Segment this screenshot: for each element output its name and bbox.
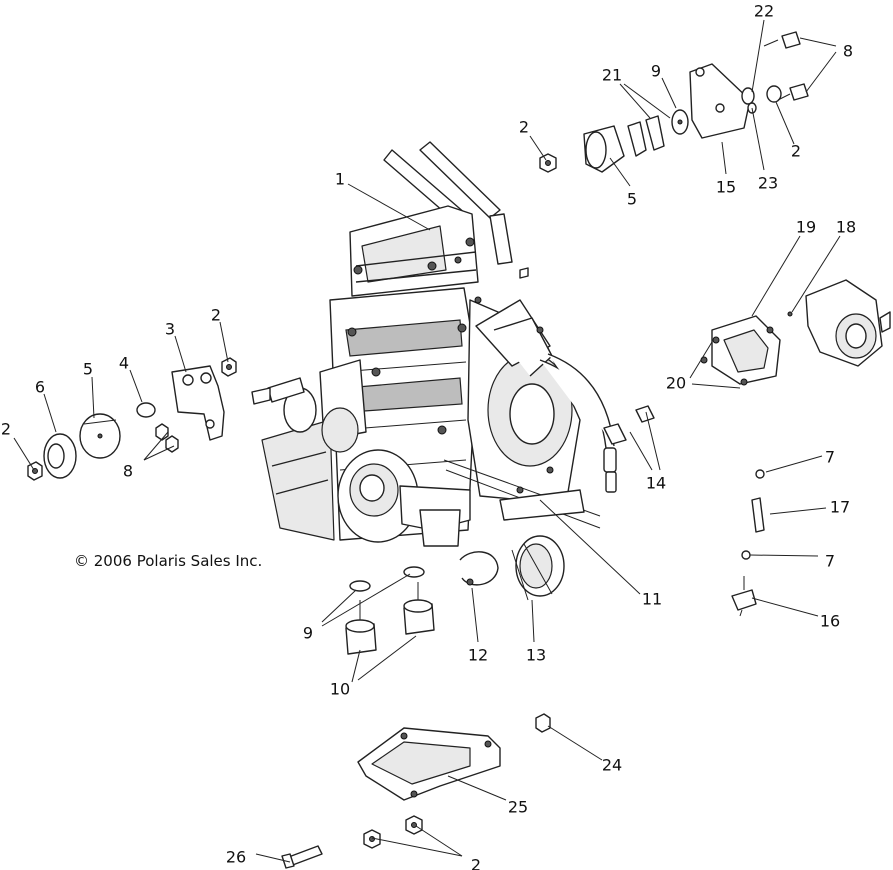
lower-bracket-parts [281, 713, 551, 869]
copyright-text: © 2006 Polaris Sales Inc. [74, 552, 262, 570]
leader-line-c18 [791, 235, 841, 313]
leader-line-c10b [357, 635, 417, 681]
leader-line-c20a [689, 341, 713, 379]
callout-label-c21a: 21 [602, 66, 622, 85]
leader-line-c2c [529, 135, 547, 161]
callout-label-c1: 1 [335, 170, 345, 189]
leader-line-c24 [547, 725, 603, 761]
callout-label-c17: 17 [830, 498, 850, 517]
callout-label-c2a: 2 [1, 420, 11, 439]
callout-label-c10a: 10 [330, 680, 350, 699]
callout-label-c15: 15 [716, 178, 736, 197]
small-hardware [345, 405, 765, 655]
callout-label-c5a: 5 [83, 360, 93, 379]
leader-line-c14b [645, 411, 661, 471]
leader-line-c1 [347, 183, 431, 231]
leader-line-c8d [805, 51, 837, 93]
leader-line-c3 [174, 335, 187, 373]
leader-line-c14a [629, 431, 653, 471]
leader-line-c7b [749, 554, 819, 557]
leader-line-c20b [691, 383, 741, 389]
throttle-body-parts [700, 279, 891, 386]
callout-label-c2b: 2 [211, 306, 221, 325]
upper-mount-parts [539, 31, 809, 173]
leader-line-c21a [619, 83, 651, 119]
callout-label-c7a: 7 [825, 448, 835, 467]
leader-line-c11 [539, 499, 641, 595]
callout-label-c14a: 14 [646, 474, 666, 493]
callout-label-c16: 16 [820, 612, 840, 631]
leader-line-c7a [765, 455, 823, 473]
callout-label-c4: 4 [119, 354, 129, 373]
leader-line-c16 [751, 597, 819, 617]
leader-line-c5b [609, 157, 631, 187]
leader-line-c2e [371, 837, 463, 857]
callout-label-c3: 3 [165, 320, 175, 339]
leader-line-c4 [129, 369, 143, 403]
leader-line-c2d [775, 101, 795, 145]
leader-line-c6 [43, 393, 57, 433]
callout-label-c24: 24 [602, 756, 622, 775]
leader-line-c2b [219, 321, 229, 363]
leader-line-c15 [721, 141, 727, 175]
leader-line-c26 [255, 853, 291, 863]
leader-line-c19 [751, 235, 801, 317]
engine-assembly [251, 141, 617, 547]
callout-label-c6: 6 [35, 378, 45, 397]
leader-line-c21b [623, 83, 671, 119]
callout-label-c22: 22 [754, 2, 774, 21]
callout-label-c2d: 2 [791, 142, 801, 161]
callout-label-c13: 13 [526, 646, 546, 665]
leader-line-c25 [447, 775, 507, 801]
leader-line-c17 [769, 507, 827, 515]
leader-line-c8c [799, 37, 837, 47]
leader-line-c8b [143, 445, 175, 461]
callout-label-c11: 11 [642, 590, 662, 609]
leader-line-c8a [143, 431, 169, 461]
leader-line-c23 [751, 107, 765, 171]
leader-line-c13 [531, 599, 535, 643]
leader-line-c9b [321, 573, 411, 627]
callout-label-c9c: 9 [651, 62, 661, 81]
leader-line-c2f [415, 825, 463, 857]
callout-label-c5b: 5 [627, 190, 637, 209]
callout-label-c25: 25 [508, 798, 528, 817]
leader-line-c10a [351, 649, 361, 683]
callout-label-c23: 23 [758, 174, 778, 193]
callout-label-c9a: 9 [303, 624, 313, 643]
leader-line-c5a [91, 376, 95, 419]
callout-label-c2e: 2 [471, 856, 481, 870]
callout-label-c20a: 20 [666, 374, 686, 393]
callout-label-c26: 26 [226, 848, 246, 867]
leader-line-c9c [661, 77, 677, 109]
callout-label-c2c: 2 [519, 118, 529, 137]
callout-label-c12: 12 [468, 646, 488, 665]
callout-label-c8a: 8 [123, 462, 133, 481]
leader-line-c9a [321, 589, 357, 623]
leader-line-c22 [751, 19, 765, 93]
leader-line-c12 [471, 587, 479, 643]
callout-label-c18: 18 [836, 218, 856, 237]
callout-label-c19: 19 [796, 218, 816, 237]
callout-label-c7b: 7 [825, 552, 835, 571]
leader-line-c2a [13, 437, 35, 471]
callout-leader-lines [13, 19, 841, 863]
callout-label-c8c: 8 [843, 42, 853, 61]
